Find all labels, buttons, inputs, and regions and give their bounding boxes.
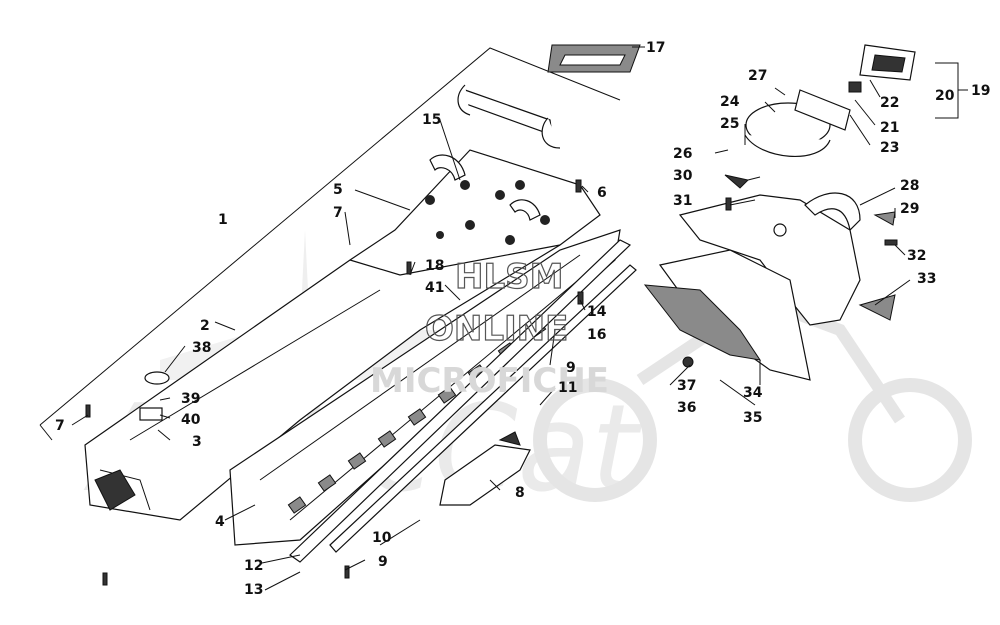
callout-28: 28 xyxy=(900,178,919,194)
callout-30: 30 xyxy=(673,168,693,184)
callout-41: 41 xyxy=(425,280,444,296)
callout-32: 32 xyxy=(907,248,926,264)
grab-handle-15 xyxy=(429,84,561,221)
hardware-fasteners xyxy=(85,179,584,586)
callout-23: 23 xyxy=(880,140,899,156)
callout-10: 10 xyxy=(372,530,392,546)
callout-14: 14 xyxy=(587,304,607,320)
watermark-line-1: HLSM xyxy=(455,257,563,297)
callout-38: 38 xyxy=(192,340,211,356)
callout-31: 31 xyxy=(673,193,692,209)
callout-29: 29 xyxy=(900,201,919,217)
bumper-8 xyxy=(439,431,531,506)
callout-11: 11 xyxy=(558,380,577,396)
callout-40: 40 xyxy=(181,412,201,428)
callout-37: 37 xyxy=(677,378,696,394)
callout-6: 6 xyxy=(597,185,607,201)
callout-39: 39 xyxy=(181,391,200,407)
hlsm-watermark: HLSM ONLINE MICROFICHE xyxy=(370,256,609,401)
callout-16: 16 xyxy=(587,327,606,343)
watermark-line-2: ONLINE xyxy=(425,309,568,349)
callout-17: 17 xyxy=(646,40,665,56)
callout-2: 2 xyxy=(200,318,210,334)
decal-17 xyxy=(547,44,641,73)
assembly-bracket-1 xyxy=(39,47,621,441)
callout-24: 24 xyxy=(720,94,740,110)
callout-7-lower: 7 xyxy=(55,418,65,434)
callout-26: 26 xyxy=(673,146,692,162)
callout-27: 27 xyxy=(748,68,767,84)
callout-9-upper: 9 xyxy=(566,360,576,376)
callout-7-upper: 7 xyxy=(333,205,343,221)
callout-labels: 1 2 3 4 5 6 7 7 8 9 9 10 11 12 13 14 15 … xyxy=(55,40,990,598)
leader-lines xyxy=(71,46,968,591)
watermark-line-3: MICROFICHE xyxy=(370,361,609,401)
callout-1: 1 xyxy=(218,212,228,228)
callout-35: 35 xyxy=(743,410,762,426)
callout-8: 8 xyxy=(515,485,525,501)
callout-15: 15 xyxy=(422,112,441,128)
rear-cowl-assembly xyxy=(643,44,916,381)
callout-4: 4 xyxy=(215,514,225,530)
callout-3: 3 xyxy=(192,434,202,450)
callout-18: 18 xyxy=(425,258,444,274)
callout-21: 21 xyxy=(880,120,899,136)
callout-9-lower: 9 xyxy=(378,554,388,570)
tunnel-assembly xyxy=(84,149,637,563)
callout-25: 25 xyxy=(720,116,739,132)
tunnel-holes xyxy=(425,180,550,245)
callout-19: 19 xyxy=(971,83,990,99)
callout-13: 13 xyxy=(244,582,263,598)
callout-20: 20 xyxy=(935,88,955,104)
callout-12: 12 xyxy=(244,558,263,574)
callout-33: 33 xyxy=(917,271,936,287)
callout-36: 36 xyxy=(677,400,696,416)
callout-5: 5 xyxy=(333,182,343,198)
callout-34: 34 xyxy=(743,385,763,401)
callout-22: 22 xyxy=(880,95,899,111)
